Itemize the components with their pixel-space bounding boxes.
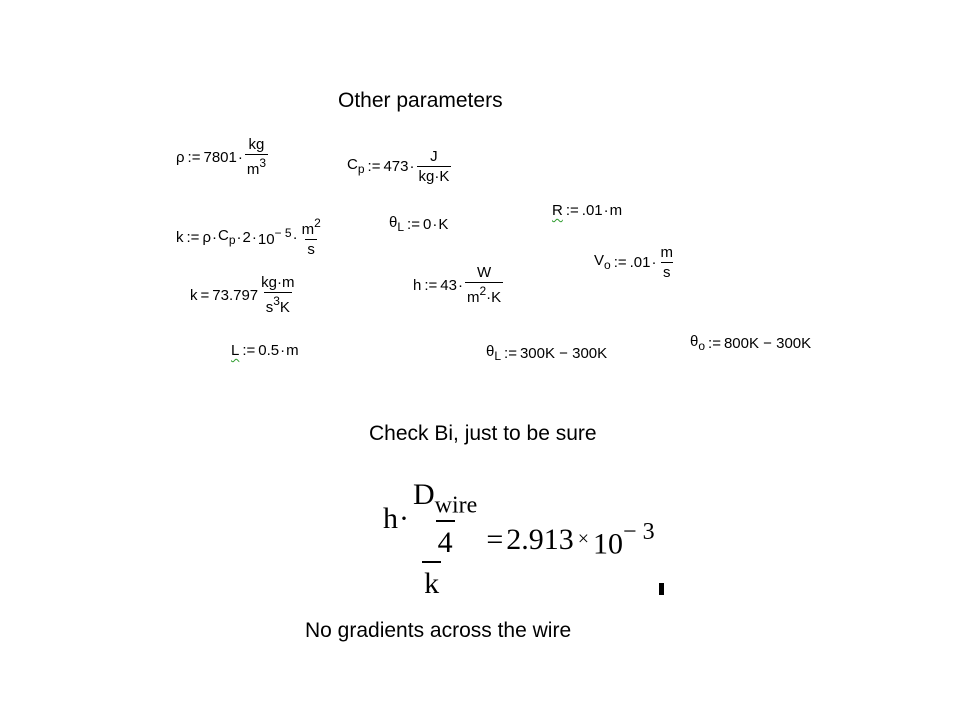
v-subscript: o <box>604 258 611 273</box>
bi-fraction: h · Dwire 4 k <box>383 478 479 601</box>
h-value: 43 <box>440 276 457 294</box>
bi-d: D <box>413 478 435 511</box>
rho-value: 7801 <box>203 148 237 166</box>
bi-value: 2.913 <box>506 522 574 556</box>
v0-unit-num: m <box>660 244 674 261</box>
bi-k: k <box>422 561 442 601</box>
l-value: 0.5 <box>258 342 280 359</box>
bi-four: 4 <box>435 520 455 560</box>
theta-l-unit: K <box>438 215 449 233</box>
k-unit-exp: 2 <box>314 216 321 230</box>
equation-theta-o: θo := 800K − 300K <box>690 333 811 353</box>
v0-unit-fraction: m s <box>659 244 676 281</box>
assign-operator: := <box>407 215 420 233</box>
l-unit: m <box>286 342 299 359</box>
bi-times: × <box>577 528 590 551</box>
h-den-base: m <box>466 289 480 307</box>
theta-symbol: θ <box>389 214 398 231</box>
theta-l2-symbol: θ <box>486 343 495 360</box>
theta-o-symbol: θ <box>690 333 699 350</box>
r-symbol: R <box>552 202 563 219</box>
theta-l-value: 0 <box>422 215 432 233</box>
equation-biot-number: h · Dwire 4 k = 2.913 × 10− 3 <box>380 478 664 601</box>
k-cp-subscript: p <box>228 233 236 248</box>
cp-unit-fraction: J kg·K <box>416 148 452 185</box>
bi-h: h <box>383 502 398 536</box>
heading-no-gradients: No gradients across the wire <box>305 619 572 642</box>
cp-value: 473 <box>383 158 409 175</box>
r-value: .01 <box>581 202 603 219</box>
bi-d-subscript: wire <box>434 492 478 519</box>
edit-cursor-marker <box>658 583 664 596</box>
equation-v0: Vo := .01 · m s <box>594 244 676 281</box>
equation-rho: ρ := 7801 · kg m3 <box>176 136 269 179</box>
theta-l2-expr: 300K − 300K <box>519 344 608 362</box>
assign-operator: := <box>708 334 721 352</box>
k-unit-den: s <box>305 239 317 259</box>
r-unit: m <box>609 202 623 219</box>
l-symbol: L <box>231 342 240 359</box>
assign-operator: := <box>367 158 381 175</box>
rho-unit-fraction: kg m3 <box>244 136 269 179</box>
k-unit-fraction: m2 s <box>300 216 323 258</box>
equation-h: h := 43 · W m2·K <box>413 264 504 307</box>
k-result-den-base: s <box>265 299 274 317</box>
v0-value: .01 <box>629 254 651 271</box>
k-result-den-tail: K <box>279 299 290 317</box>
rho-unit-num: kg <box>248 136 265 153</box>
heading-other-parameters: Other parameters <box>338 89 503 112</box>
assign-operator: := <box>242 342 256 359</box>
bi-exponent: − 3 <box>623 518 655 545</box>
v-symbol: V <box>594 252 605 270</box>
k-result-unit-fraction: kg·m s3K <box>259 274 296 316</box>
equation-theta-l-2: θL := 300K − 300K <box>486 343 607 363</box>
k-result-symbol: k <box>190 286 198 304</box>
k-ten: 10 <box>257 231 275 249</box>
k-result-den-exp: 3 <box>273 294 280 308</box>
rho-symbol: ρ <box>176 148 185 166</box>
equals-operator: = <box>200 286 210 304</box>
theta-subscript: L <box>397 220 405 235</box>
assign-operator: := <box>613 254 627 271</box>
theta-o-expr: 800K − 300K <box>723 334 812 352</box>
h-den-exp: 2 <box>479 284 487 298</box>
assign-operator: := <box>186 228 200 246</box>
equation-k-definition: k := ρ · Cp · 2 · 10− 5 · m2 s <box>176 216 323 259</box>
equation-theta-l: θL := 0 · K <box>389 214 449 235</box>
k-rho: ρ <box>202 228 211 246</box>
k-result-value: 73.797 <box>212 286 259 304</box>
k-result-unit-num: kg·m <box>261 274 295 291</box>
h-unit-fraction: W m2·K <box>464 264 504 307</box>
theta-l2-subscript: L <box>494 349 502 364</box>
h-unit-num: W <box>476 264 492 281</box>
equation-r: R := .01 · m <box>552 202 623 219</box>
cp-subscript: p <box>357 162 365 177</box>
rho-unit-den: m <box>246 161 260 179</box>
cp-unit-num: J <box>430 148 438 165</box>
assign-operator: := <box>424 276 438 294</box>
k-two: 2 <box>242 228 251 246</box>
theta-o-subscript: o <box>698 339 706 354</box>
cp-symbol: C <box>347 156 358 174</box>
k-unit-num: m <box>301 221 315 239</box>
h-symbol: h <box>413 276 422 294</box>
equation-cp: Cp := 473 · J kg·K <box>347 148 452 185</box>
v0-unit-den: s <box>661 262 673 281</box>
k-symbol: k <box>176 228 184 246</box>
bi-equals: = <box>486 522 504 556</box>
k-cp: C <box>217 227 229 244</box>
rho-unit-exp: 3 <box>259 156 267 170</box>
bi-inner-fraction: Dwire 4 <box>411 478 479 560</box>
heading-check-bi: Check Bi, just to be sure <box>369 422 597 445</box>
equation-k-result: k = 73.797 kg·m s3K <box>190 274 298 316</box>
assign-operator: := <box>565 202 579 219</box>
cp-unit-den: kg·K <box>416 166 452 185</box>
equation-l: L := 0.5 · m <box>231 342 299 359</box>
h-den-tail: ·K <box>486 289 502 307</box>
assign-operator: := <box>187 148 201 166</box>
assign-operator: := <box>504 344 517 362</box>
k-exponent: − 5 <box>274 226 292 240</box>
bi-ten: 10 <box>593 526 624 560</box>
